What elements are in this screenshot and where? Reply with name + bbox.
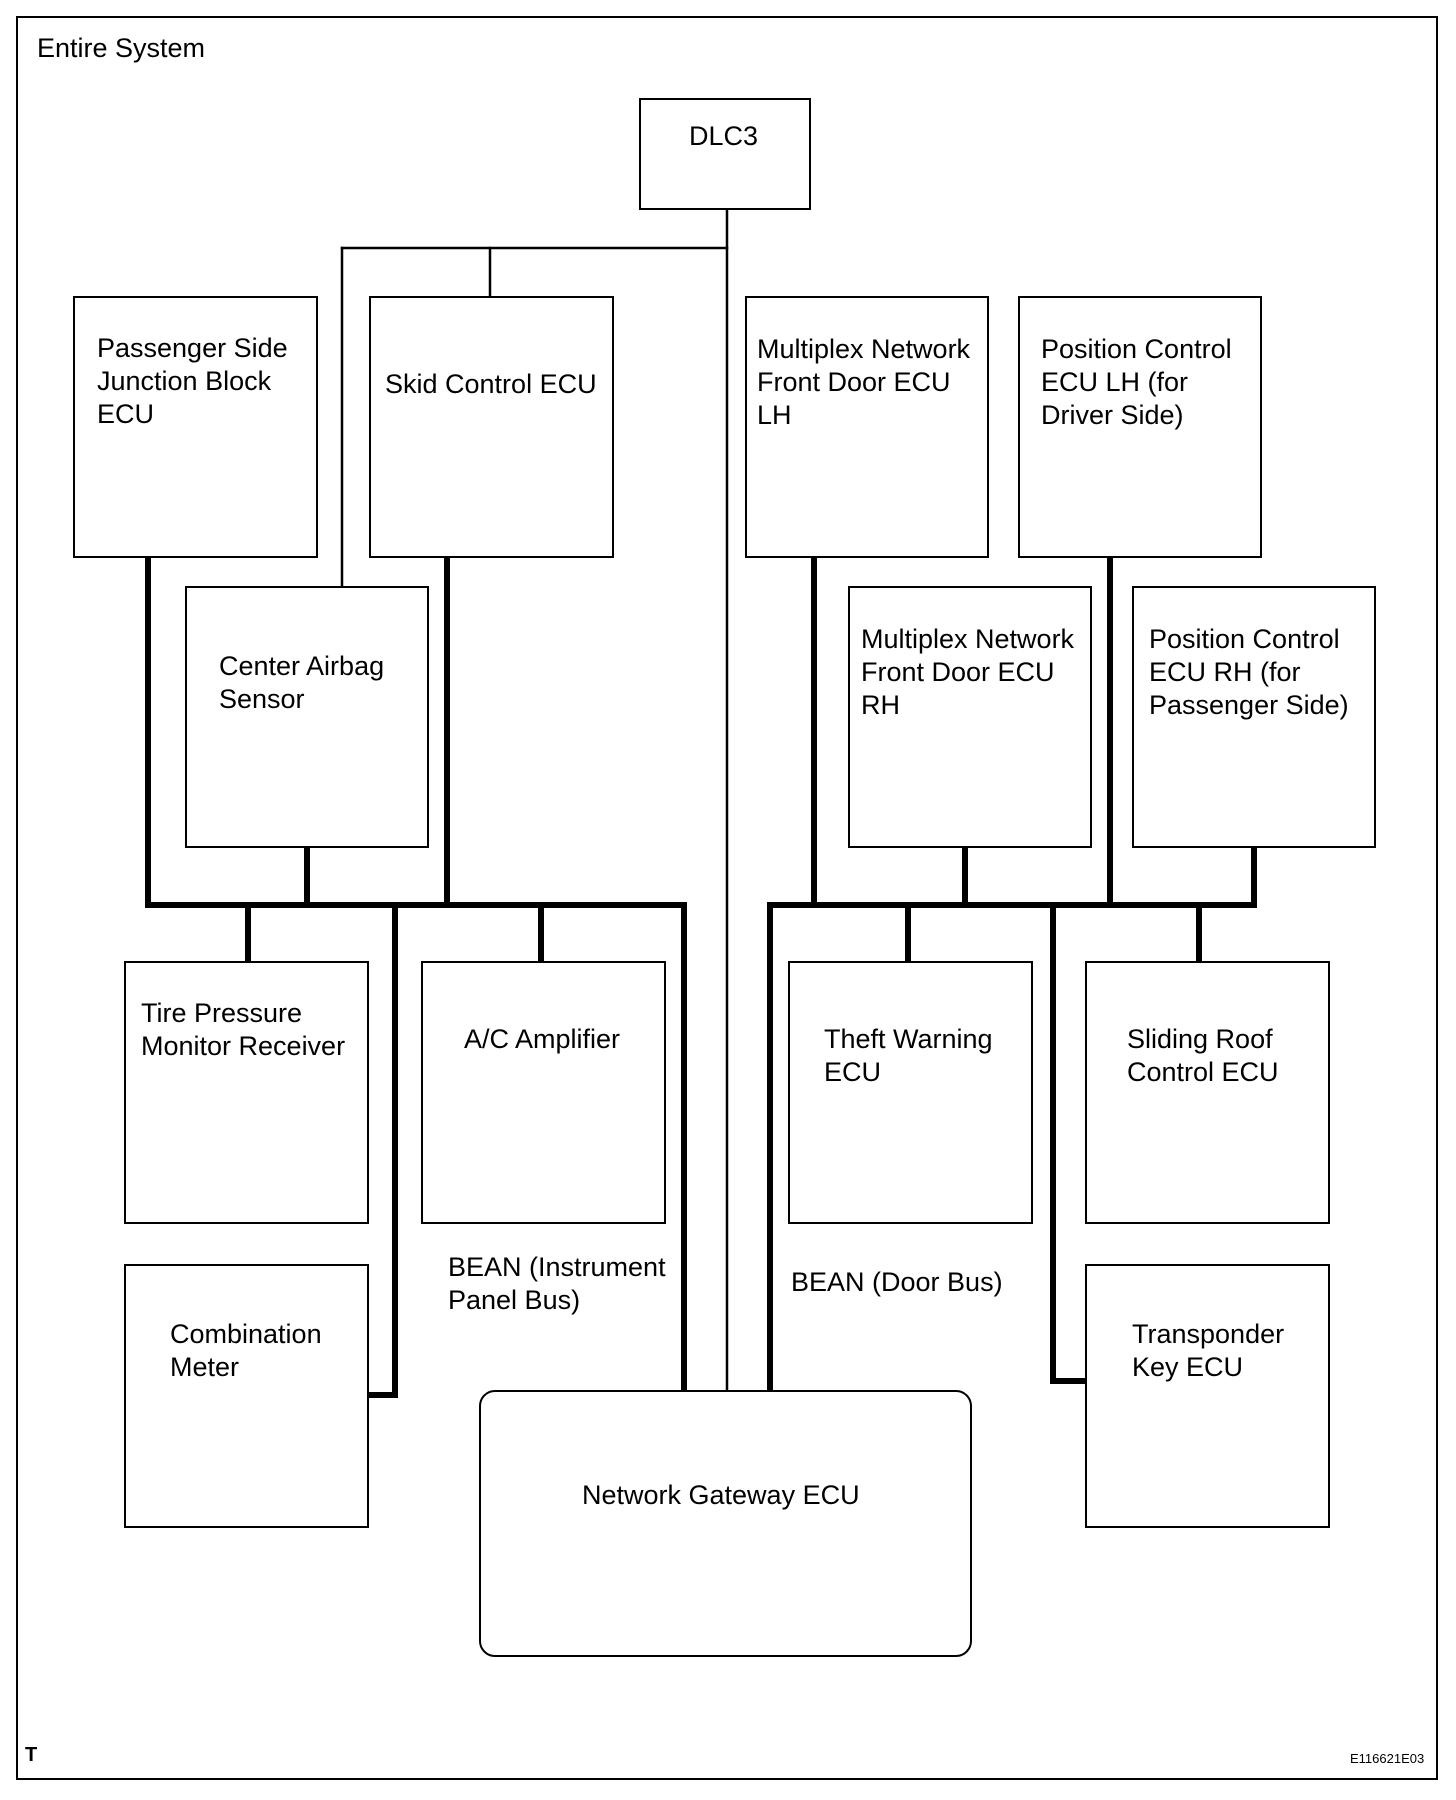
ac-amplifier-label: A/C Amplifier — [464, 1024, 621, 1054]
door-bus-lines — [767, 554, 1257, 1393]
skid-control-ecu-label: Skid Control ECU — [385, 369, 597, 399]
multiplex-network-front-door-ecu-lh-box: Multiplex Network Front Door ECU LH — [745, 296, 989, 558]
combination-meter-box: Combination Meter — [124, 1264, 369, 1528]
theft-warning-ecu-box: Theft Warning ECU — [788, 961, 1033, 1224]
multiplex-network-front-door-ecu-rh-box: Multiplex Network Front Door ECU RH — [848, 586, 1092, 848]
instrument-panel-bus-label: BEAN (Instrument Panel Bus) — [448, 1252, 666, 1315]
combination-meter-label: Combination Meter — [170, 1319, 322, 1382]
center-airbag-sensor-label: Center Airbag Sensor — [219, 651, 385, 714]
dlc3-label: DLC3 — [689, 121, 759, 151]
skid-control-ecu-box: Skid Control ECU — [369, 296, 614, 558]
ac-amplifier-box: A/C Amplifier — [421, 961, 666, 1224]
diagram-frame — [16, 16, 1438, 1780]
position-control-ecu-lh-box: Position Control ECU LH (for Driver Side… — [1018, 296, 1262, 558]
passenger-side-junction-block-ecu-label: Passenger Side Junction Block ECU — [97, 333, 288, 429]
sliding-roof-control-ecu-box: Sliding Roof Control ECU — [1085, 961, 1330, 1224]
tire-pressure-monitor-receiver-box: Tire Pressure Monitor Receiver — [124, 961, 369, 1224]
door-bus-label: BEAN (Door Bus) — [791, 1267, 1003, 1297]
network-gateway-ecu-label: Network Gateway ECU — [582, 1480, 860, 1510]
figure-code: E116621E03 — [1350, 1751, 1425, 1766]
position-control-ecu-rh-label: Position Control ECU RH (for Passenger S… — [1149, 624, 1349, 720]
dlc3-box: DLC3 — [639, 98, 811, 210]
network-gateway-ecu-box: Network Gateway ECU — [479, 1390, 972, 1657]
theft-warning-ecu-label: Theft Warning ECU — [824, 1024, 993, 1087]
position-control-ecu-lh-label: Position Control ECU LH (for Driver Side… — [1041, 334, 1232, 430]
transponder-key-ecu-label: Transponder Key ECU — [1132, 1319, 1285, 1382]
diagram-title: Entire System — [37, 33, 206, 63]
center-airbag-sensor-box: Center Airbag Sensor — [185, 586, 429, 848]
sliding-roof-control-ecu-label: Sliding Roof Control ECU — [1127, 1024, 1279, 1087]
multiplex-network-front-door-ecu-rh-label: Multiplex Network Front Door ECU RH — [861, 624, 1075, 720]
position-control-ecu-rh-box: Position Control ECU RH (for Passenger S… — [1132, 586, 1376, 848]
instrument-panel-bus-lines — [145, 554, 687, 1398]
tire-pressure-monitor-receiver-label: Tire Pressure Monitor Receiver — [141, 998, 346, 1061]
transponder-key-ecu-box: Transponder Key ECU — [1085, 1264, 1330, 1528]
passenger-side-junction-block-ecu-box: Passenger Side Junction Block ECU — [73, 296, 318, 558]
multiplex-network-front-door-ecu-lh-label: Multiplex Network Front Door ECU LH — [757, 334, 971, 430]
diagnostic-lines — [340, 208, 729, 1392]
corner-mark: T — [25, 1744, 38, 1766]
